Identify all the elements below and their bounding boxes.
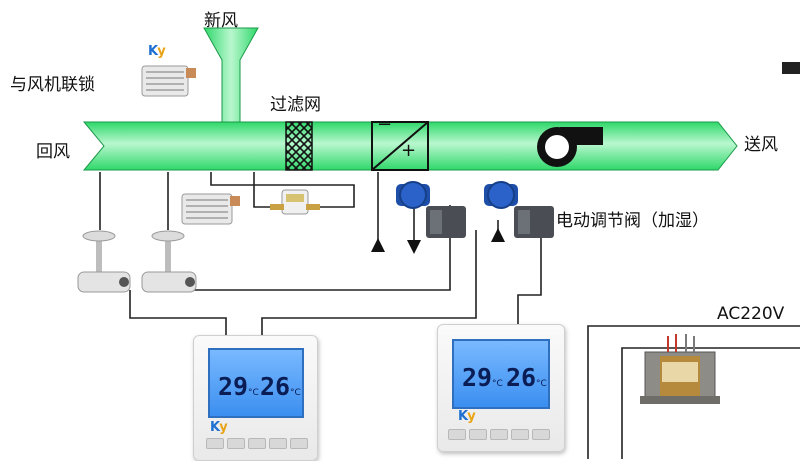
interlock-label: 与风机联锁 — [10, 75, 95, 95]
thermostat-2-temp-right: 26 — [506, 363, 537, 392]
transformer — [640, 334, 720, 404]
corner-mark — [782, 62, 800, 74]
valve-actuator-1 — [396, 181, 466, 238]
thermostat-2[interactable]: 29 °C 26 °C Ky — [437, 324, 565, 452]
filter-label: 过滤网 — [270, 95, 321, 115]
fan-icon — [537, 127, 603, 167]
thermostat-1-button[interactable] — [206, 438, 224, 449]
thermostat-2-temp-left: 29 — [462, 363, 493, 392]
triangle-marker-1 — [371, 238, 385, 252]
pressure-switch — [270, 189, 320, 215]
thermostat-2-button[interactable] — [469, 429, 487, 440]
thermostat-1-button[interactable] — [269, 438, 287, 449]
thermostat-2-brand-logo: Ky — [458, 409, 476, 424]
fresh-air-label: 新风 — [204, 11, 238, 31]
thermostat-2-button[interactable] — [511, 429, 529, 440]
thermostat-2-button[interactable] — [448, 429, 466, 440]
lower-relay — [181, 193, 240, 225]
thermostat-2-button[interactable] — [532, 429, 550, 440]
coil-minus-sign: − — [377, 114, 393, 135]
coil-box — [371, 121, 429, 171]
interlock-device — [141, 65, 196, 97]
thermostat-1-button[interactable] — [227, 438, 245, 449]
power-label: AC220V — [717, 304, 785, 324]
fresh-air-duct — [203, 27, 259, 123]
thermostat-1-temp-left: 29 — [218, 372, 249, 401]
duct-sensor-2 — [141, 230, 197, 293]
filter-mesh — [285, 121, 313, 171]
triangle-marker-2 — [407, 240, 421, 254]
valve-label: 电动调节阀（加湿） — [556, 211, 709, 231]
thermostat-2-button[interactable] — [490, 429, 508, 440]
duct-sensor-1 — [77, 230, 131, 293]
thermostat-2-unit-right: °C — [536, 379, 547, 389]
thermostat-1-temp-right: 26 — [260, 372, 291, 401]
thermostat-2-buttons[interactable] — [448, 429, 550, 440]
thermostat-2-unit-left: °C — [492, 379, 503, 389]
triangle-marker-3 — [491, 228, 505, 242]
thermostat-1[interactable]: 29 °C 26 °C Ky — [193, 335, 318, 461]
thermostat-1-button[interactable] — [248, 438, 266, 449]
valve-actuator-2 — [484, 181, 554, 238]
thermostat-1-buttons[interactable] — [206, 438, 308, 449]
thermostat-1-display: 29 °C 26 °C — [208, 348, 304, 418]
coil-plus-sign: + — [401, 140, 417, 161]
thermostat-2-display: 29 °C 26 °C — [452, 339, 550, 409]
thermostat-1-brand-logo: Ky — [210, 420, 228, 435]
thermostat-1-unit-right: °C — [290, 388, 301, 398]
return-air-label: 回风 — [36, 142, 70, 162]
thermostat-1-unit-left: °C — [248, 388, 259, 398]
supply-air-label: 送风 — [744, 135, 778, 155]
interlock-brand-logo: Ky — [148, 44, 166, 59]
thermostat-1-button[interactable] — [290, 438, 308, 449]
